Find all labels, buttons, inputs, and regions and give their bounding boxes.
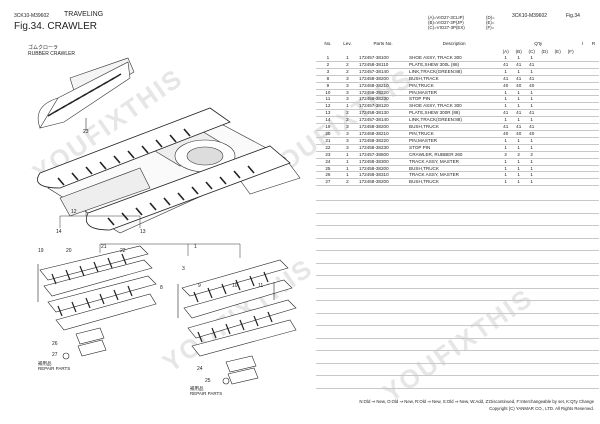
col-description: Description [442, 40, 466, 46]
callout-11: 11 [258, 283, 264, 289]
blank-row-line [316, 337, 599, 339]
blank-row-line [316, 225, 599, 226]
footer-legend: N:Old ⇒ New, O:Old ⇒ New, R:Old ⇒ New, S… [359, 399, 594, 404]
callout-10: 10 [232, 283, 238, 289]
callout-25: 25 [205, 378, 211, 384]
model-code-right: 3CK10-M39602 [512, 13, 548, 19]
callout-22: 22 [120, 248, 126, 254]
callout-1: 1 [194, 244, 197, 250]
blank-row-line [316, 325, 599, 326]
blank-row-line [316, 287, 599, 289]
col-parts-no: Parts No. [373, 40, 393, 46]
blank-row-line [316, 200, 599, 201]
fig-number: Fig.34 [566, 13, 580, 19]
blank-row-line [316, 212, 599, 214]
callout-14: 14 [56, 229, 62, 235]
undercarriage-frame [47, 117, 301, 234]
callout-26: 26 [52, 341, 58, 347]
watermark: YOUFIXTHIS [377, 282, 539, 408]
fig-title: Fig.34. CRAWLER [14, 21, 97, 32]
track-link-right [181, 259, 297, 357]
footer-copyright: Copyright (C) YANMAR CO., LTD. All Right… [489, 406, 594, 411]
callout-27: 27 [52, 352, 58, 358]
callout-24: 24 [197, 366, 203, 372]
blank-row-line [316, 250, 599, 251]
callout-8: 8 [160, 285, 163, 291]
track-link-left [39, 245, 157, 331]
blank-row-line [316, 375, 599, 376]
callout-9: 9 [198, 283, 201, 289]
blank-row-line [316, 275, 599, 276]
blank-row-line [316, 350, 599, 351]
blank-row-line [316, 362, 599, 364]
callout-20: 20 [66, 248, 72, 254]
callout-3: 3 [182, 266, 185, 272]
callout-19: 19 [38, 248, 44, 254]
callout-12: 12 [71, 209, 77, 215]
blank-row-line [316, 262, 599, 264]
callout-21: 21 [101, 244, 107, 250]
callout-13: 13 [140, 229, 146, 235]
blank-row-line [316, 312, 599, 314]
blank-row-line [316, 387, 599, 389]
col-i: I [581, 40, 584, 46]
model-legend-2: (D)=(E)=(F)= [486, 15, 495, 30]
qty-subheader: (A) (B) (C) (D) (E) (F) [502, 48, 574, 54]
inset-label-jp: ゴムクローラ [28, 45, 59, 51]
inset-label-en: RUBBER CRAWLER [28, 51, 76, 57]
model-code-left: 3CK10-M39602 [14, 13, 50, 19]
table-header: No. Lev. Parts No. Description Q'ty I R [316, 39, 599, 47]
col-no: No. [324, 40, 332, 46]
section-title: TRAVELING [64, 11, 104, 18]
col-lev: Lev. [343, 40, 352, 46]
rubber-crawler-inset [37, 57, 135, 130]
crawler-diagram [37, 57, 301, 385]
col-r: R [591, 40, 596, 46]
callout-23: 23 [83, 129, 89, 135]
col-qty: Q'ty [534, 40, 543, 46]
model-legend: (A)=VIO27-3CLIP)(B)=VIO27-3P(JP)(C)=VIO2… [428, 15, 465, 30]
parts-table: No. Lev. Parts No. Description Q'ty I R … [316, 39, 599, 187]
blank-row-line [316, 237, 599, 239]
blank-row-line [316, 300, 599, 301]
